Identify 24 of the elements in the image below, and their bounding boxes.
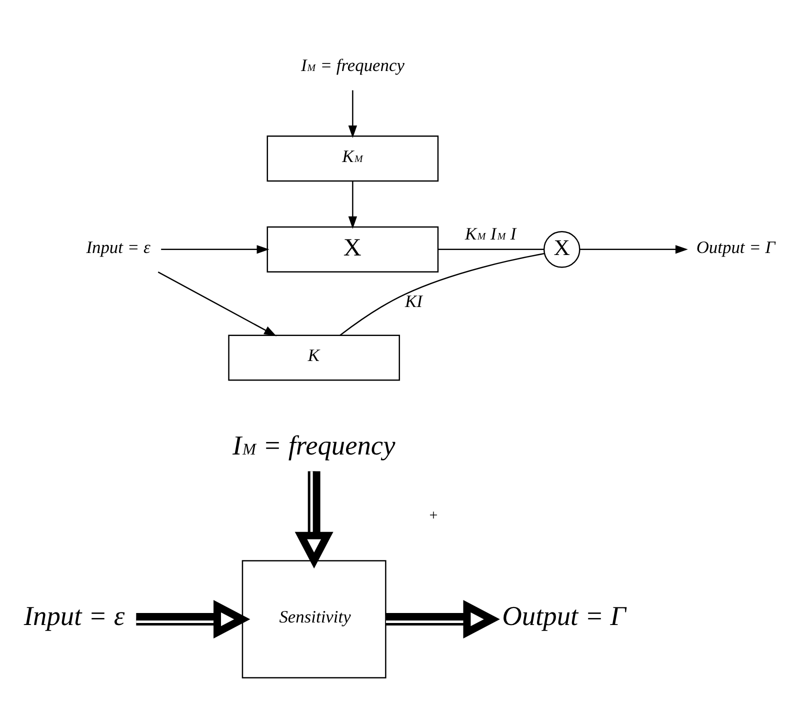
arrow — [136, 600, 250, 638]
arrow — [348, 90, 357, 138]
node-box: Sensitivity — [241, 560, 386, 678]
edge-label: KI — [404, 290, 422, 310]
node-circle: X — [542, 230, 580, 268]
node-text: Input = ε — [23, 600, 124, 630]
node-text: Output = Γ — [696, 236, 775, 256]
node-text: Output = Γ — [502, 600, 626, 630]
node-box: KM — [266, 135, 438, 182]
edge-label: KM IM I — [464, 223, 516, 244]
arrow — [348, 180, 357, 228]
arrow — [385, 600, 500, 638]
arrow — [579, 244, 688, 254]
connector — [339, 252, 544, 336]
arrow — [157, 271, 276, 336]
node-text: Input = ε — [86, 236, 150, 256]
node-box: X — [266, 226, 438, 272]
connector — [438, 248, 544, 250]
arrow — [160, 244, 269, 254]
node-box: K — [228, 334, 400, 380]
node-text: IM = frequency — [300, 54, 404, 74]
label: + — [428, 507, 438, 524]
node-text: IM = frequency — [232, 430, 395, 460]
arrow — [294, 470, 333, 568]
